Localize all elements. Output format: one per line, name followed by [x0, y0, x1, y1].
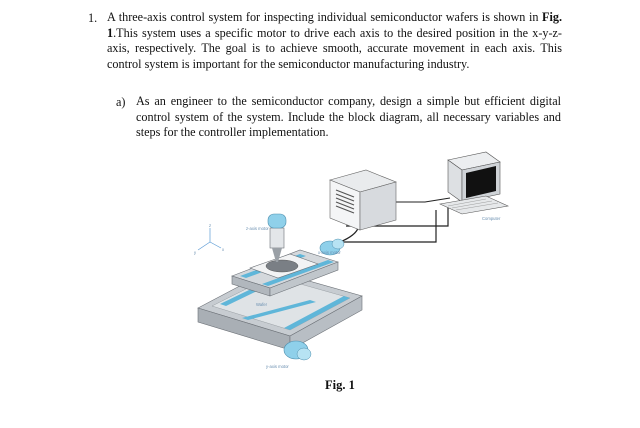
- z-motor: [267, 213, 287, 229]
- monitor-screen: [466, 166, 496, 198]
- wafer-table: [249, 253, 319, 279]
- axis-x-label: x: [222, 247, 225, 252]
- z-axis-head: [267, 213, 287, 262]
- question-text-end: .This system uses a specific motor to dr…: [107, 25, 562, 71]
- controller-box: [329, 169, 397, 231]
- cable-computer: [395, 197, 451, 203]
- axes-triad: [197, 228, 222, 251]
- computer: [438, 151, 510, 215]
- computer-label: Computer: [482, 216, 501, 221]
- question-text: A three-axis control system for inspecti…: [107, 10, 562, 72]
- three-axis-system-figure: Computer z y x: [194, 151, 510, 369]
- subquestion-text: As an engineer to the semiconductor comp…: [136, 94, 561, 140]
- x-motor: [319, 238, 345, 256]
- question-number: 1.: [88, 11, 98, 25]
- z-motor-label: z-axis motor: [246, 226, 269, 231]
- subquestion-label: a): [116, 95, 126, 109]
- figure-reference: Fig. 1: [107, 10, 562, 40]
- axis-y-label: y: [194, 250, 197, 255]
- axis-z-label: z: [209, 223, 211, 228]
- wafer-label: Wafer: [256, 302, 268, 307]
- cable-y-motor: [340, 210, 437, 243]
- y-motor-label: y-axis motor: [266, 364, 289, 369]
- keyboard: [438, 195, 510, 215]
- cable-main: [346, 206, 449, 227]
- x-motor-label: x-axis motor: [318, 250, 341, 255]
- y-motor: [283, 340, 312, 361]
- wafer: [265, 259, 299, 273]
- figure-caption: Fig. 1: [325, 378, 355, 392]
- question-text-start: A three-axis control system for inspecti…: [107, 10, 543, 24]
